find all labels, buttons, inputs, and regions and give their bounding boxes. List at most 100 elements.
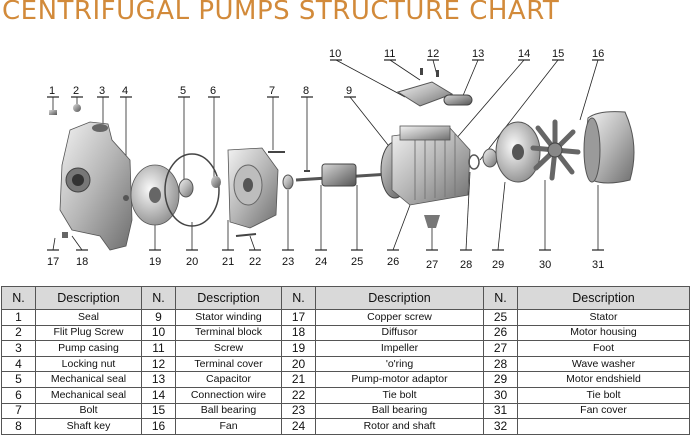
callout-12: 12 [427,48,439,60]
mechanical-seal-part [178,178,194,198]
part-number: 1 [1,309,36,326]
part-description: Locking nut [35,355,142,373]
endshield-part [495,121,541,183]
callout-1: 1 [49,85,55,97]
adaptor-part [227,147,279,229]
part-description: Ball bearing [315,402,484,420]
part-description: Tie bolt [315,386,484,404]
part-description: Stator [517,309,690,326]
callout-10: 10 [329,48,341,60]
part-number: 9 [141,309,176,326]
part-description: Pump casing [35,340,142,357]
part-number: 25 [483,309,518,326]
callout-23: 23 [282,256,294,268]
part-description: Screw [175,340,282,357]
pump-casing-part [59,121,133,251]
capacitor-part [443,94,473,106]
mechanical-seal-2-part [211,176,221,188]
callout-7: 7 [269,85,275,97]
callout-22: 22 [249,256,261,268]
part-description: Diffusor [315,324,484,342]
part-number: 8 [1,418,36,435]
callout-29: 29 [492,259,504,271]
part-description: Fan [175,418,282,435]
callout-26: 26 [387,256,399,268]
part-number: 4 [1,355,36,373]
part-number: 32 [483,418,518,435]
callout-16: 16 [592,48,604,60]
part-number: 13 [141,371,176,388]
callout-15: 15 [552,48,564,60]
fan-cover-part [583,111,635,184]
table-row: 2 Flit Plug Screw 10 Terminal block 18 D… [1,324,690,342]
exploded-diagram: 1 2 3 4 5 6 7 8 9 10 11 12 13 14 15 16 1… [47,48,635,271]
callout-numbers: 1 2 3 4 5 6 7 8 9 10 11 12 13 14 15 16 1… [47,48,604,271]
table-row: 1 Seal 9 Stator winding 17 Copper screw … [1,309,690,326]
part-description: Terminal block [175,324,282,342]
part-number: 12 [141,355,176,373]
terminal-cover-part [396,81,454,107]
locking-nut-part [123,195,129,201]
column-header: N. [483,286,518,310]
tie-bolt-part [235,233,257,237]
column-header: Description [517,286,690,310]
wave-washer-part [468,154,480,170]
part-number: 16 [141,418,176,435]
part-description: Foot [517,340,690,357]
part-description: Fan cover [517,402,690,420]
part-number: 29 [483,371,518,388]
part-number: 15 [141,402,176,420]
part-description: Impeller [315,340,484,357]
seal-part [49,110,57,115]
column-header: Description [35,286,142,310]
part-description [517,418,690,435]
column-header: N. [281,286,316,310]
part-number: 20 [281,355,316,373]
part-number: 6 [1,386,36,404]
part-number: 31 [483,402,518,420]
callout-20: 20 [186,256,198,268]
callout-28: 28 [460,259,472,271]
callout-25: 25 [351,256,363,268]
callout-27: 27 [426,259,438,271]
callout-18: 18 [76,256,88,268]
part-number: 30 [483,386,518,404]
callout-31: 31 [592,259,604,271]
ball-bearing-part [282,174,294,190]
part-description: Motor housing [517,324,690,342]
column-header: N. [1,286,36,310]
column-header: Description [315,286,484,310]
part-number: 19 [281,340,316,357]
part-number: 3 [1,340,36,357]
callout-5: 5 [180,85,186,97]
part-number: 21 [281,371,316,388]
part-description: 'o'ring [315,355,484,373]
table-row: 4 Locking nut 12 Terminal cover 20 'o'ri… [1,355,690,373]
rotor-shaft-part [295,163,391,187]
shaft-key-part [304,170,310,172]
screws-part [420,68,439,77]
column-header: Description [175,286,282,310]
part-description: Copper screw [315,309,484,326]
part-description: Mechanical seal [35,371,142,388]
callout-21: 21 [222,256,234,268]
part-number: 18 [281,324,316,342]
callout-14: 14 [518,48,530,60]
part-number: 11 [141,340,176,357]
part-description: Terminal cover [175,355,282,373]
table-row: 8 Shaft key 16 Fan 24 Rotor and shaft 32 [1,418,690,435]
table-row: 3 Pump casing 11 Screw 19 Impeller 27 Fo… [1,340,690,357]
table-row: 6 Mechanical seal 14 Connection wire 22 … [1,386,690,404]
callout-17: 17 [47,256,59,268]
callout-ticks [47,59,604,251]
diffusor-part [62,232,68,238]
o-ring-part [164,153,220,227]
part-number: 7 [1,402,36,420]
foot-part [424,215,440,228]
part-description: Seal [35,309,142,326]
chart-title: CENTRIFUGAL PUMPS STRUCTURE CHART [2,0,560,26]
part-number: 27 [483,340,518,357]
part-description: Connection wire [175,386,282,404]
callout-8: 8 [303,85,309,97]
part-number: 5 [1,371,36,388]
